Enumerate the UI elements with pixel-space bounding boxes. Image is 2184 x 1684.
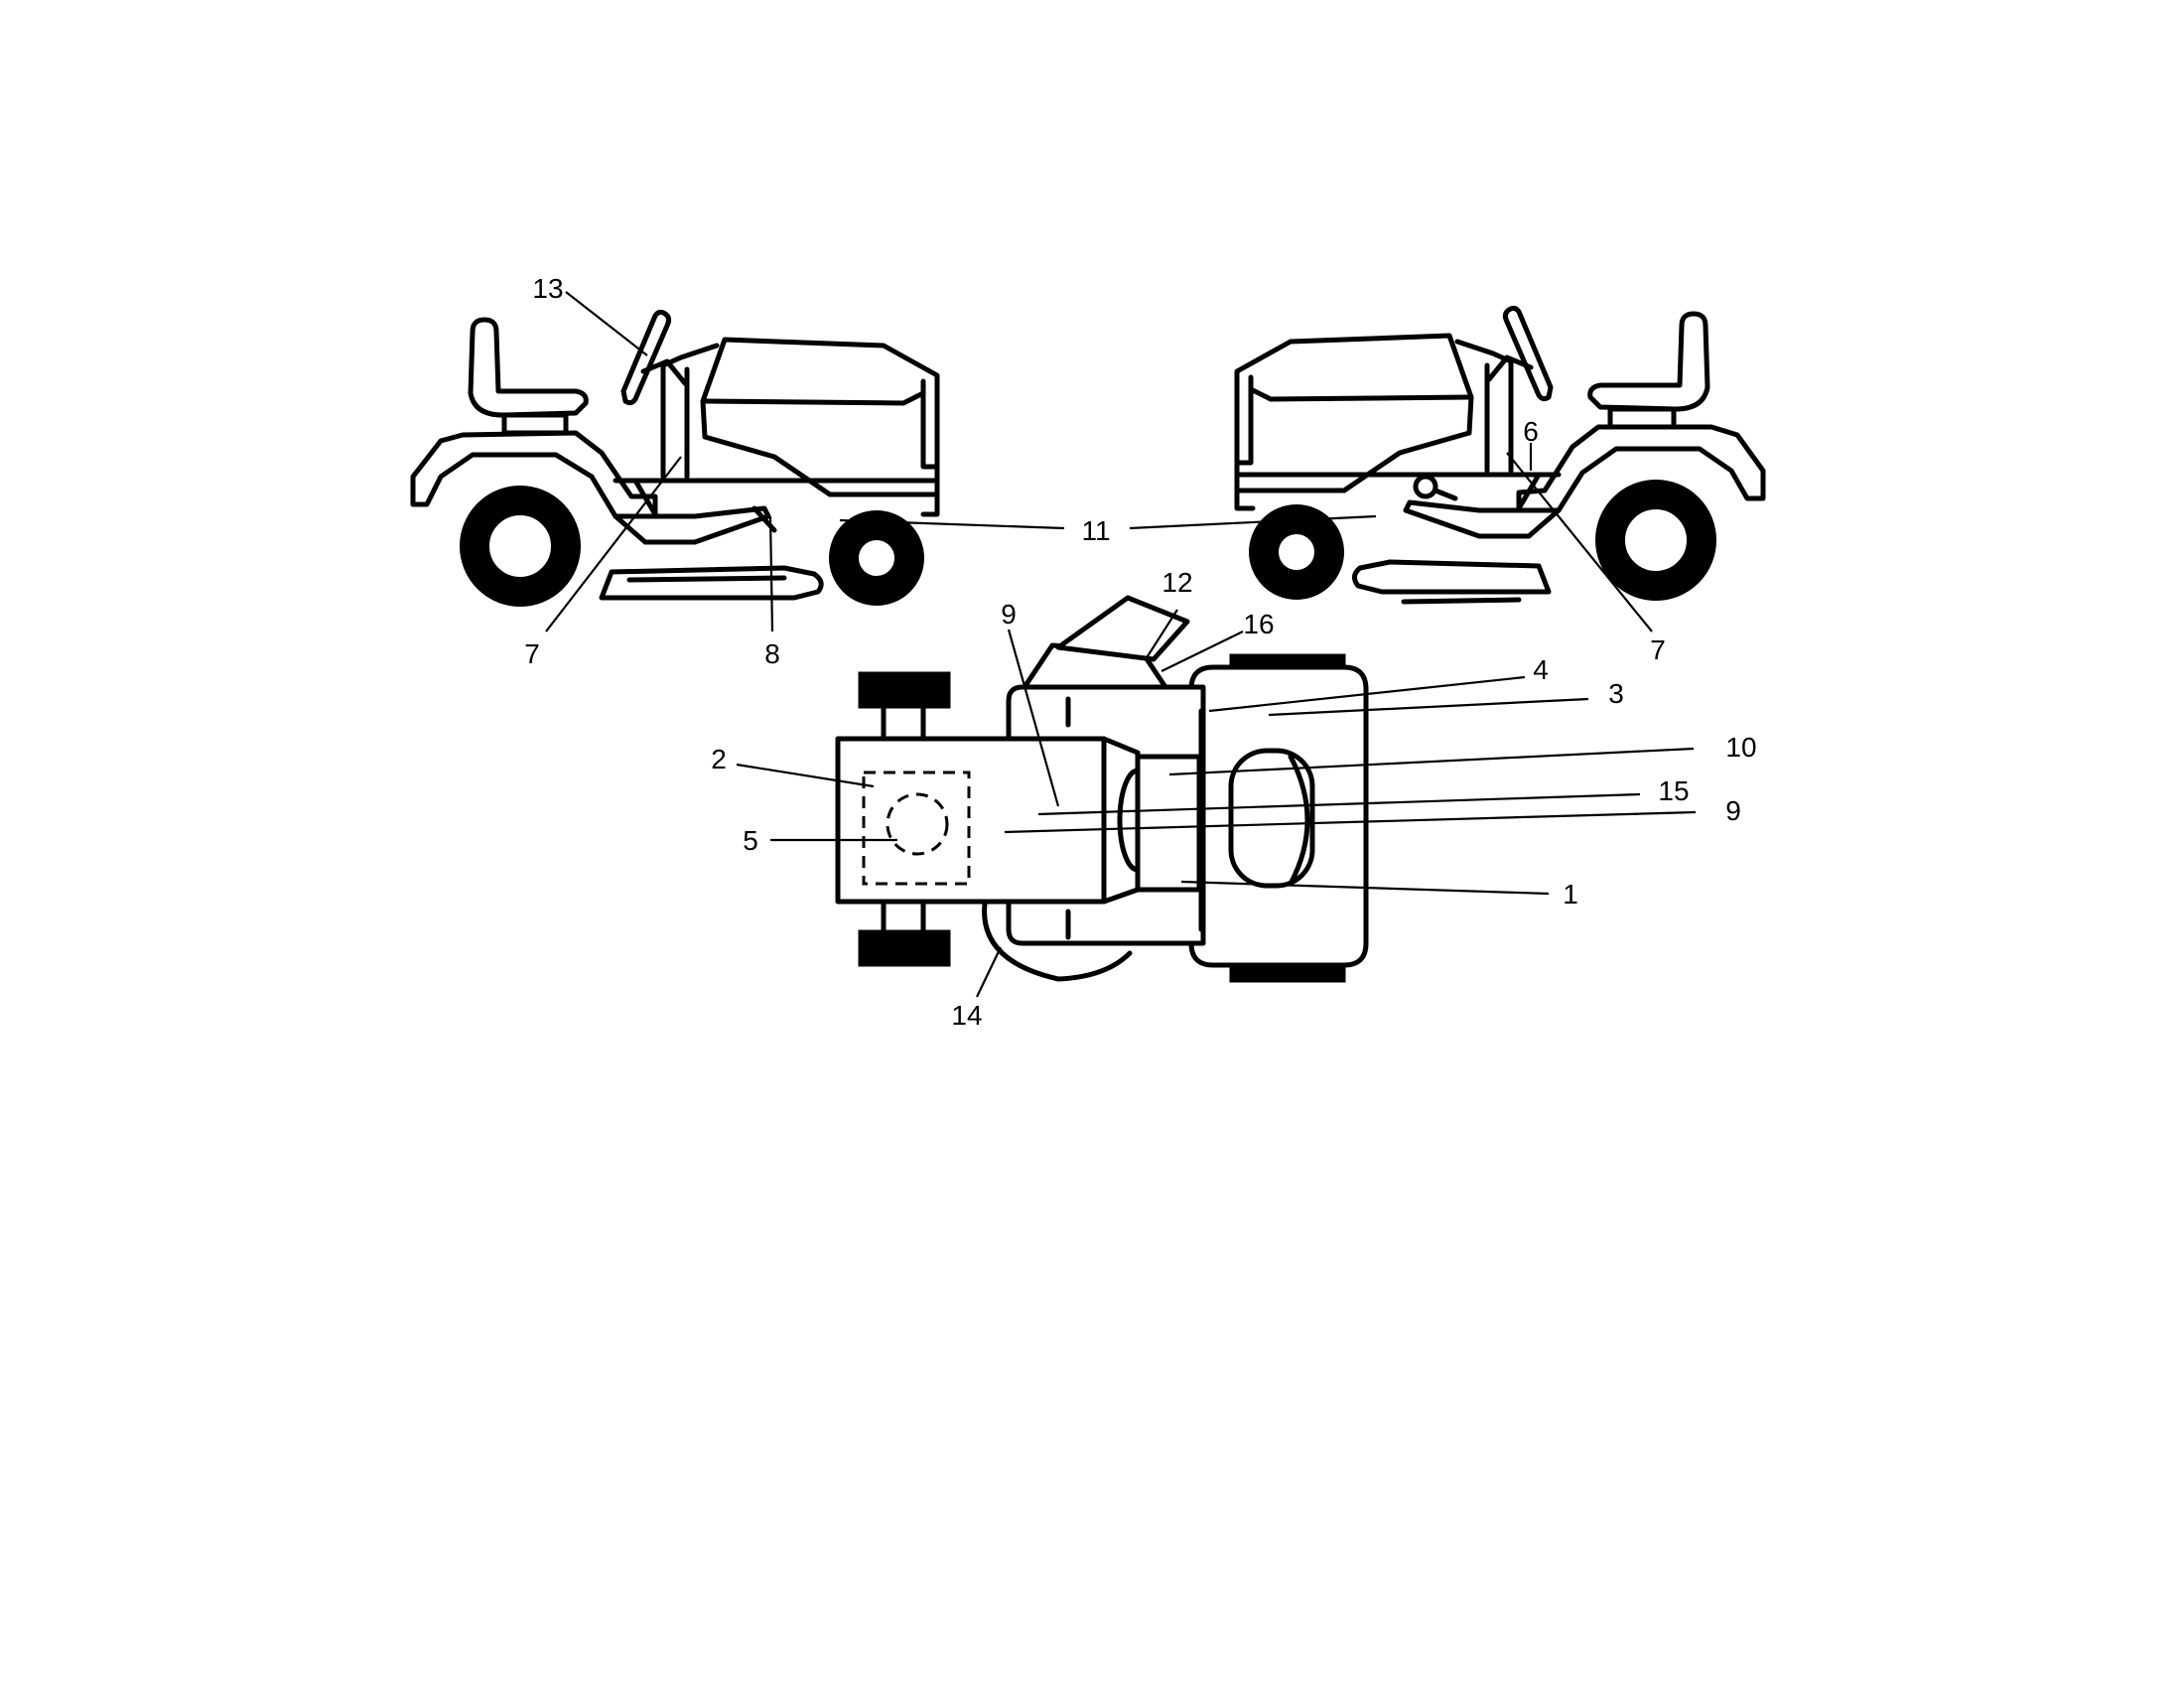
dash-tower-left bbox=[660, 343, 720, 480]
frame-left bbox=[613, 478, 940, 517]
callout-10: 10 bbox=[1725, 732, 1756, 763]
seat-base-right bbox=[1607, 406, 1677, 430]
rear-fender-right bbox=[1516, 424, 1766, 513]
seat-right bbox=[1587, 311, 1710, 412]
leader-lines bbox=[545, 291, 1697, 998]
callout-14: 14 bbox=[951, 1000, 982, 1031]
chute-deflector-top bbox=[1055, 595, 1190, 662]
frame-right bbox=[1234, 472, 1562, 511]
brake-pedal-right bbox=[1413, 474, 1458, 501]
mower-deck-right bbox=[1352, 559, 1552, 595]
callout-5: 5 bbox=[743, 825, 758, 856]
rear-wheel-left bbox=[460, 486, 581, 607]
front-wheel-left bbox=[829, 510, 924, 606]
front-tire-top-right bbox=[858, 929, 951, 967]
callout-1: 1 bbox=[1563, 879, 1578, 910]
engine-air-filter-top bbox=[886, 792, 949, 856]
callout-16: 16 bbox=[1243, 609, 1274, 639]
steering-wheel-right bbox=[1502, 305, 1554, 402]
callout-11: 11 bbox=[1081, 515, 1110, 546]
callout-13: 13 bbox=[532, 273, 563, 304]
callout-8: 8 bbox=[764, 638, 780, 669]
front-tire-top-left bbox=[858, 671, 951, 709]
hood-right bbox=[1234, 333, 1474, 493]
dash-tower-right bbox=[1454, 339, 1514, 474]
rear-wheel-right bbox=[1595, 480, 1716, 601]
dash-panel-top bbox=[1135, 754, 1202, 893]
callout-4: 4 bbox=[1533, 654, 1549, 685]
tractor-left-side-view bbox=[410, 309, 940, 607]
footrest-left bbox=[613, 505, 771, 545]
hood-top bbox=[835, 736, 1107, 905]
tractor-top-view bbox=[835, 595, 1369, 983]
callout-12: 12 bbox=[1161, 567, 1192, 598]
callout-7-right: 7 bbox=[1650, 634, 1666, 665]
mower-deck-top bbox=[982, 901, 1133, 982]
callout-3: 3 bbox=[1608, 678, 1624, 709]
tractor-right-side-view bbox=[1234, 305, 1766, 605]
front-wheel-right bbox=[1249, 504, 1344, 600]
seat-base-left bbox=[501, 412, 569, 436]
callout-9-lower: 9 bbox=[1725, 795, 1741, 826]
footrest-right bbox=[1403, 499, 1562, 539]
callout-9-upper: 9 bbox=[1001, 599, 1017, 630]
mower-deck-left bbox=[599, 565, 824, 601]
callout-labels: 13 11 6 7 8 7 12 16 9 4 3 10 2 15 9 5 1 … bbox=[524, 273, 1756, 1031]
engine-outline-top bbox=[862, 771, 971, 886]
steering-wheel-left bbox=[620, 309, 672, 406]
hood-left bbox=[700, 337, 940, 497]
callout-15: 15 bbox=[1658, 775, 1689, 806]
rear-fender-left bbox=[410, 430, 658, 519]
callout-2: 2 bbox=[711, 744, 727, 774]
callout-7-left: 7 bbox=[524, 638, 540, 669]
seat-left bbox=[468, 317, 589, 418]
callout-6: 6 bbox=[1523, 416, 1539, 447]
